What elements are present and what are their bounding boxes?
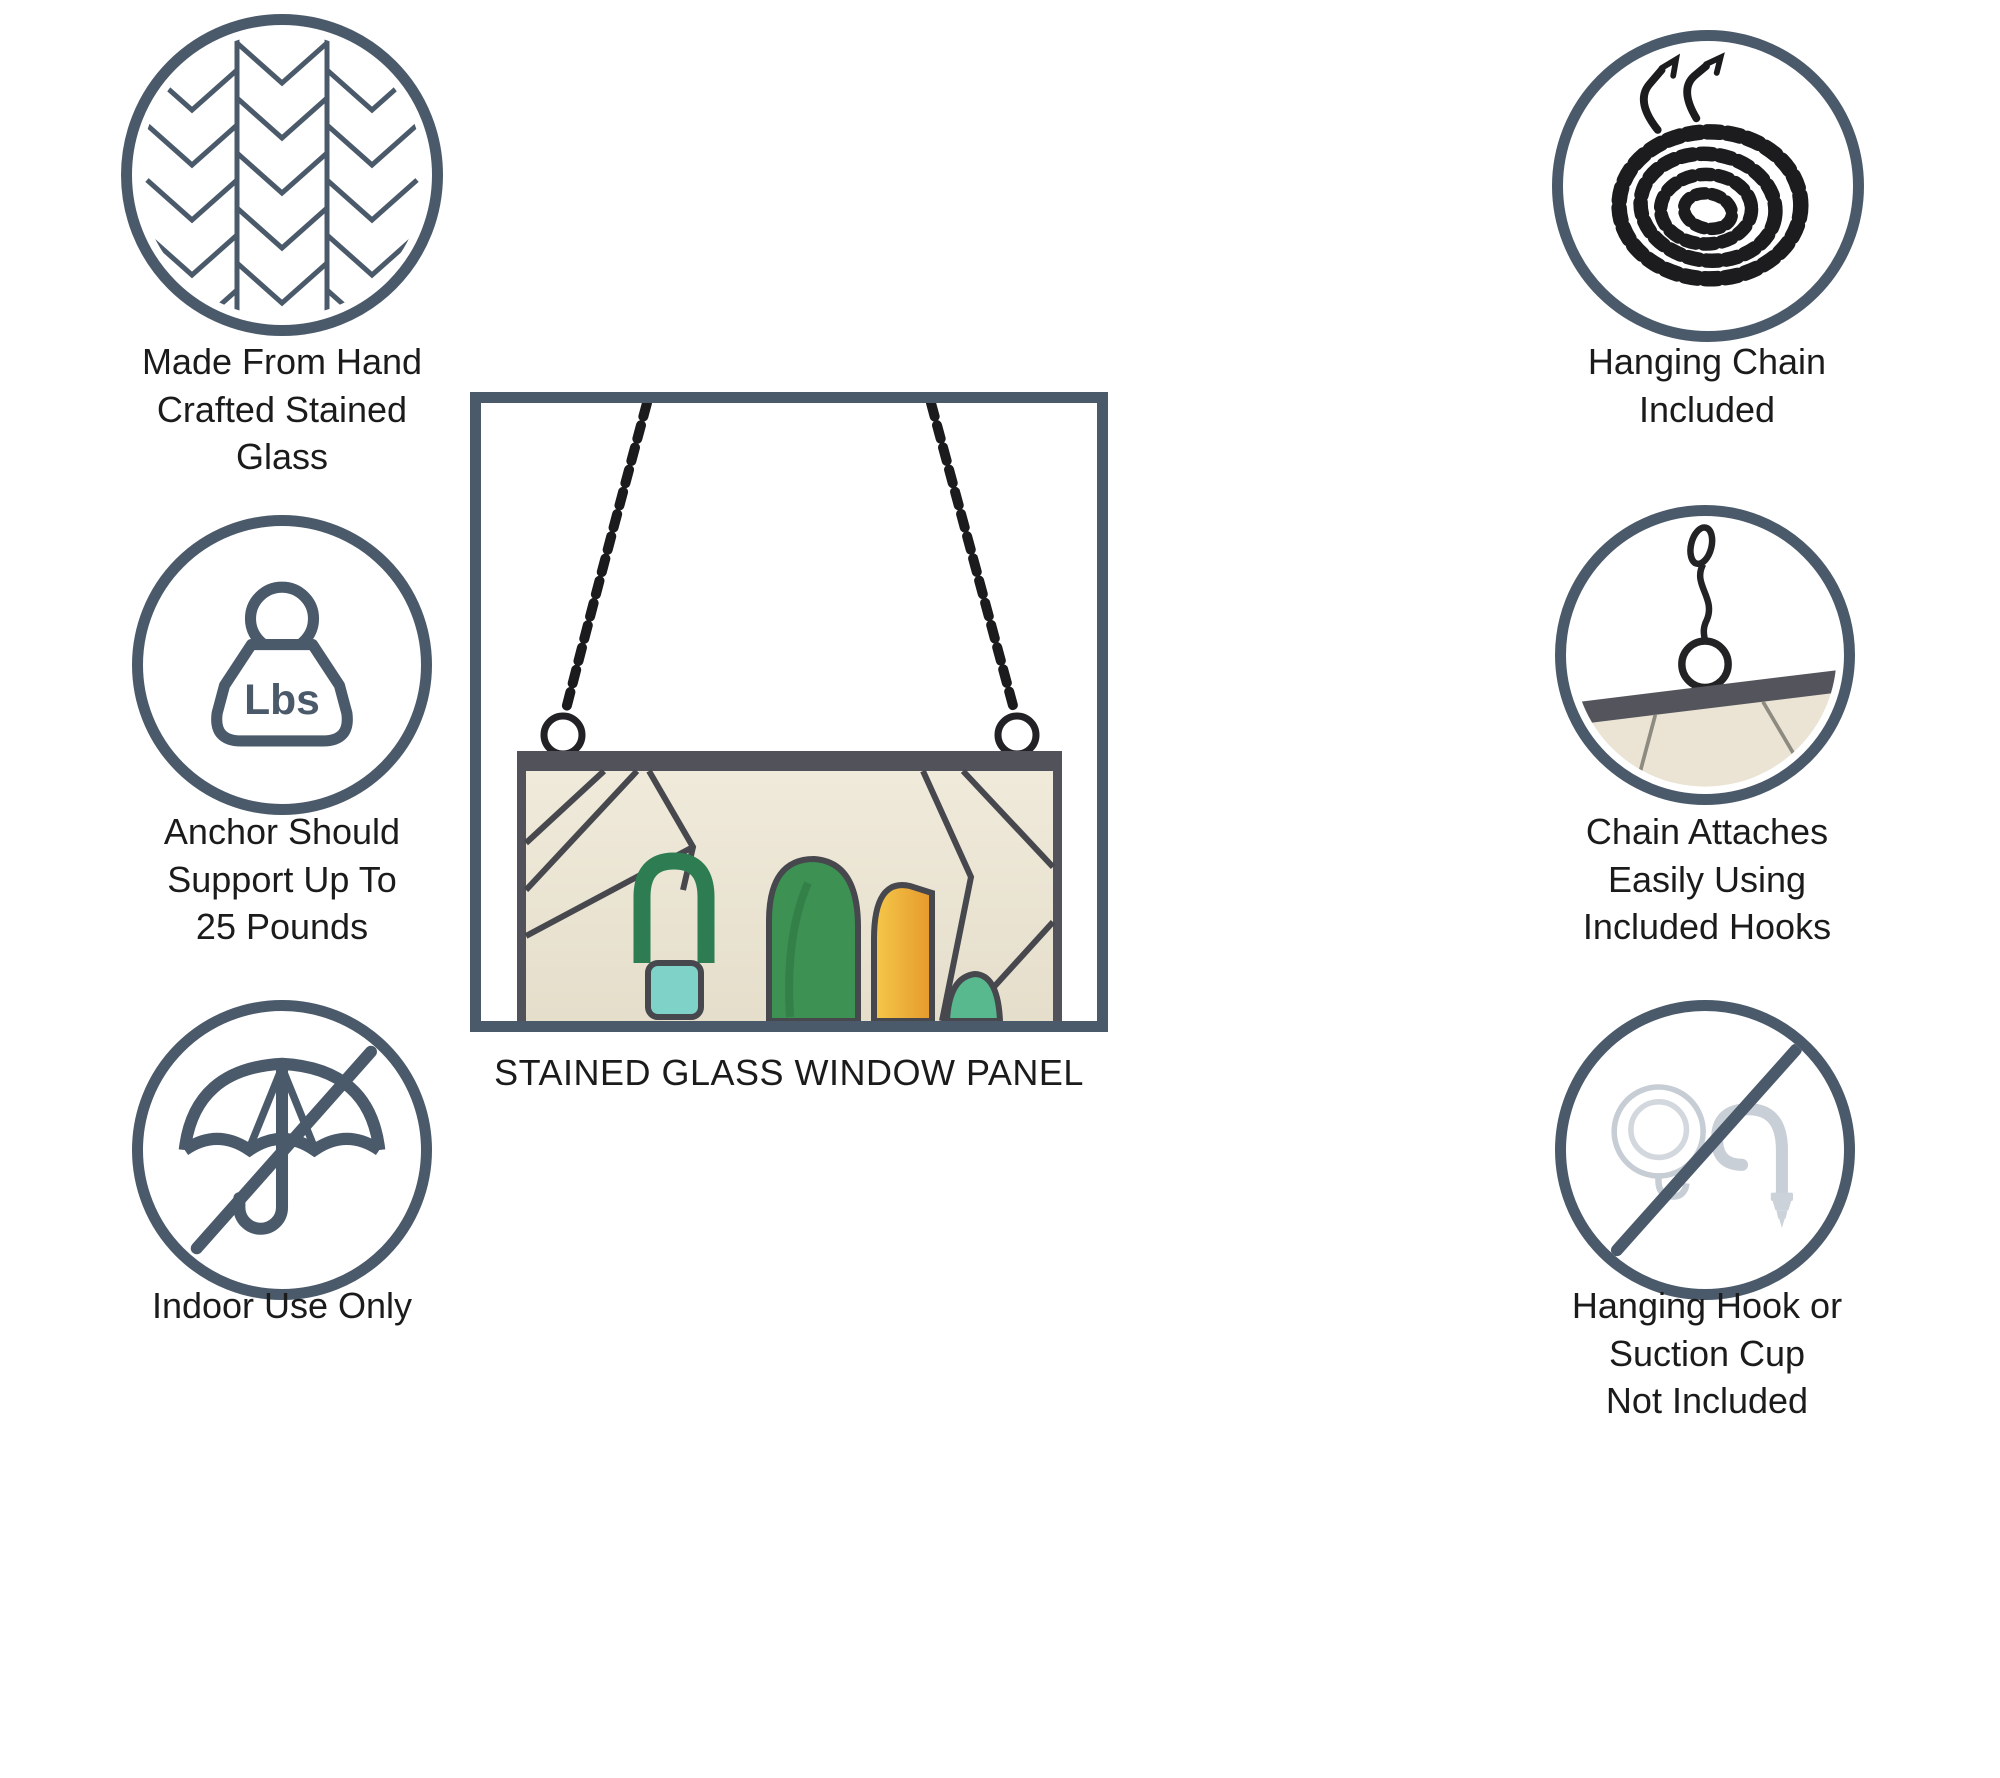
- no-umbrella-icon: [178, 1045, 386, 1255]
- feature-chain-circle: [1552, 30, 1864, 342]
- no-hook-suction-icon: [1610, 1043, 1802, 1257]
- stained-glass-panel-photo: [517, 403, 1062, 1021]
- feature-weight-caption: Anchor Should Support Up To 25 Pounds: [163, 811, 401, 948]
- feature-handcrafted-caption: Made From Hand Crafted Stained Glass: [141, 341, 423, 478]
- feature-no-hooks-circle: [1555, 1000, 1855, 1300]
- stained-glass-pattern-icon: [145, 33, 419, 317]
- chain-hook-attach-icon: [1573, 524, 1837, 787]
- feature-indoor-circle: [132, 1000, 432, 1300]
- hanging-chain: [560, 403, 1020, 718]
- weight-unit-label: Lbs: [244, 676, 320, 724]
- hanging-chain-icon: [1611, 52, 1809, 287]
- feature-attach-circle: [1555, 505, 1855, 805]
- feature-weight-circle: Lbs: [132, 515, 432, 815]
- product-image-frame: [470, 392, 1108, 1032]
- weight-icon: Lbs: [211, 581, 353, 747]
- product-image-caption: STAINED GLASS WINDOW PANEL: [494, 1052, 1084, 1093]
- feature-indoor-caption: Indoor Use Only: [151, 1285, 413, 1326]
- feature-no-hooks-caption: Hanging Hook or Suction Cup Not Included: [1571, 1285, 1843, 1422]
- feature-attach-caption: Chain Attaches Easily Using Included Hoo…: [1582, 811, 1832, 948]
- feature-chain-caption: Hanging Chain Included: [1587, 341, 1827, 430]
- feature-handcrafted-circle: [121, 14, 443, 336]
